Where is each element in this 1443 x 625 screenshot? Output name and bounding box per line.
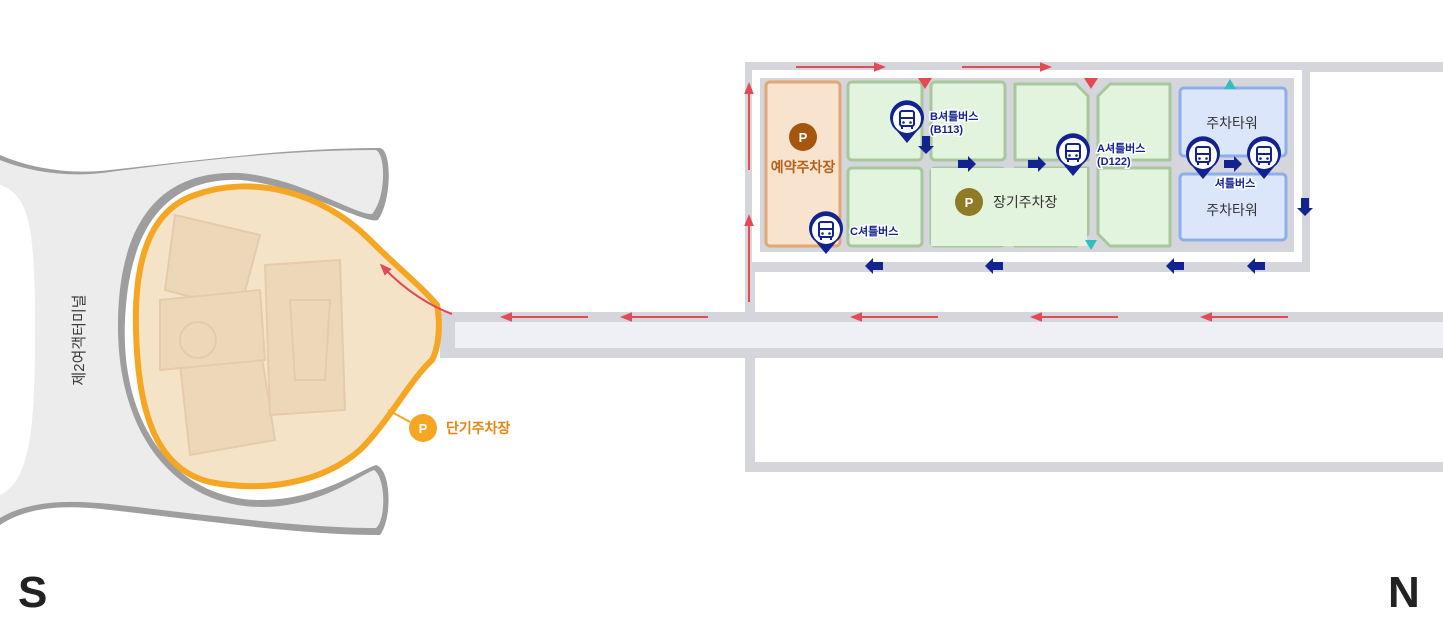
terminal-body xyxy=(0,150,384,528)
main-road-inner xyxy=(455,322,1443,348)
red-arrow-icon xyxy=(379,263,453,315)
shuttle-a-name: A셔틀버스 xyxy=(1097,141,1145,155)
exit-triangle-icon xyxy=(1224,79,1236,89)
short-term-parking[interactable]: P 단기주차장 xyxy=(132,183,511,490)
shuttle-stop-tower[interactable]: 셔틀버스 xyxy=(1185,135,1282,192)
short-term-parking-label: 단기주차장 xyxy=(446,420,511,436)
entry-triangle-icon xyxy=(1084,78,1098,89)
shuttle-c-name: C셔틀버스 xyxy=(850,224,898,238)
parking-complex: P 예약주차장 P 장기주차장 주차타워 주차타워 xyxy=(752,70,1302,262)
terminal-label: 제2여객터미널 xyxy=(71,294,88,385)
entry-triangle-icon xyxy=(918,78,932,89)
parking-p-letter: P xyxy=(799,130,808,145)
shuttle-stop-b[interactable]: B셔틀버스 (B113) xyxy=(889,99,980,144)
parking-tower-bottom[interactable]: 주차타워 xyxy=(1178,172,1288,242)
terminal-building: 제2여객터미널 xyxy=(0,148,389,535)
parking-tower-bottom-label: 주차타워 xyxy=(1206,202,1258,218)
parking-p-icon xyxy=(789,123,817,151)
parking-tower-top-label: 주차타워 xyxy=(1206,115,1258,131)
reservation-parking-label: 예약주차장 xyxy=(771,159,836,175)
parking-p-letter: P xyxy=(965,195,974,210)
compass-south: S xyxy=(18,568,48,617)
shuttle-b-name: B셔틀버스 xyxy=(930,109,978,123)
terminal-cutout xyxy=(0,185,35,495)
traffic-arrows-red xyxy=(379,62,1288,322)
parking-p-icon xyxy=(409,414,437,442)
shuttle-b-code: (B113) xyxy=(930,124,963,136)
parking-p-letter: P xyxy=(419,421,428,436)
long-term-parking-label: 장기주차장 xyxy=(993,194,1058,210)
long-term-zone xyxy=(846,166,924,248)
shuttle-stop-c[interactable]: C셔틀버스 xyxy=(808,210,900,255)
shuttle-tower-name: 셔틀버스 xyxy=(1215,176,1255,190)
compass-north: N xyxy=(1388,568,1420,617)
terminal-footprint xyxy=(159,213,347,457)
exit-triangle-icon xyxy=(1085,240,1097,250)
reservation-parking[interactable]: P 예약주차장 xyxy=(764,80,842,248)
long-term-zone xyxy=(1096,82,1172,162)
shuttle-a-code: (D122) xyxy=(1097,156,1131,168)
lower-loop-road xyxy=(745,358,1443,472)
parking-tower-bottom-area xyxy=(1178,172,1288,242)
long-term-zone xyxy=(1096,166,1172,248)
shuttle-stop-a[interactable]: A셔틀버스 (D122) xyxy=(1055,132,1147,177)
short-term-marker[interactable]: P 단기주차장 xyxy=(387,409,511,442)
parking-p-icon xyxy=(955,188,983,216)
long-term-parking[interactable]: P 장기주차장 xyxy=(846,80,1172,248)
reservation-parking-area xyxy=(764,80,842,248)
